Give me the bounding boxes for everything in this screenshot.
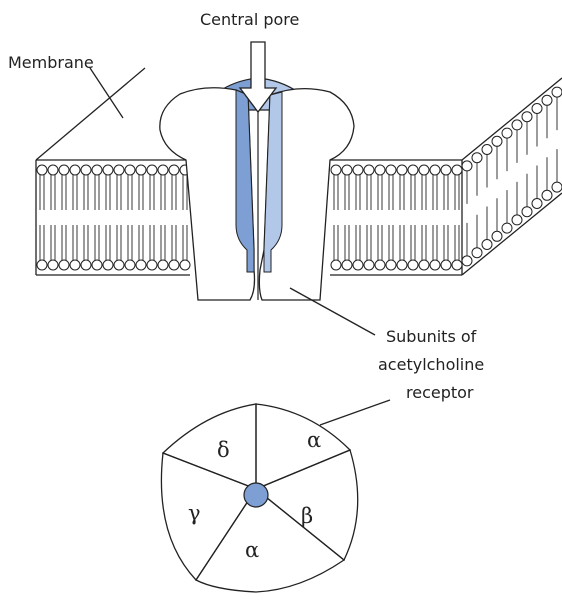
subunit-delta: δ — [217, 438, 230, 462]
subunit-alpha-top: α — [307, 428, 321, 452]
top-view-pore — [244, 483, 268, 507]
receptor-top-view: α β α γ δ — [161, 404, 357, 592]
subunit-gamma: γ — [188, 501, 201, 525]
receptor-top-view-leader — [320, 400, 390, 425]
subunits-label-line2: acetylcholine — [378, 355, 484, 374]
central-pore-label: Central pore — [200, 10, 299, 29]
subunits-label-line3: receptor — [406, 383, 474, 402]
subunits-leader — [290, 288, 375, 335]
subunit-beta: β — [301, 504, 313, 528]
lipid-bilayer-right — [331, 165, 462, 270]
subunit-alpha-bottom: α — [245, 538, 259, 562]
membrane-label: Membrane — [8, 53, 94, 72]
lipid-bilayer-left — [37, 165, 190, 270]
subunits-label-line1: Subunits of — [386, 327, 477, 346]
lipid-bilayer-slanted — [462, 87, 562, 266]
